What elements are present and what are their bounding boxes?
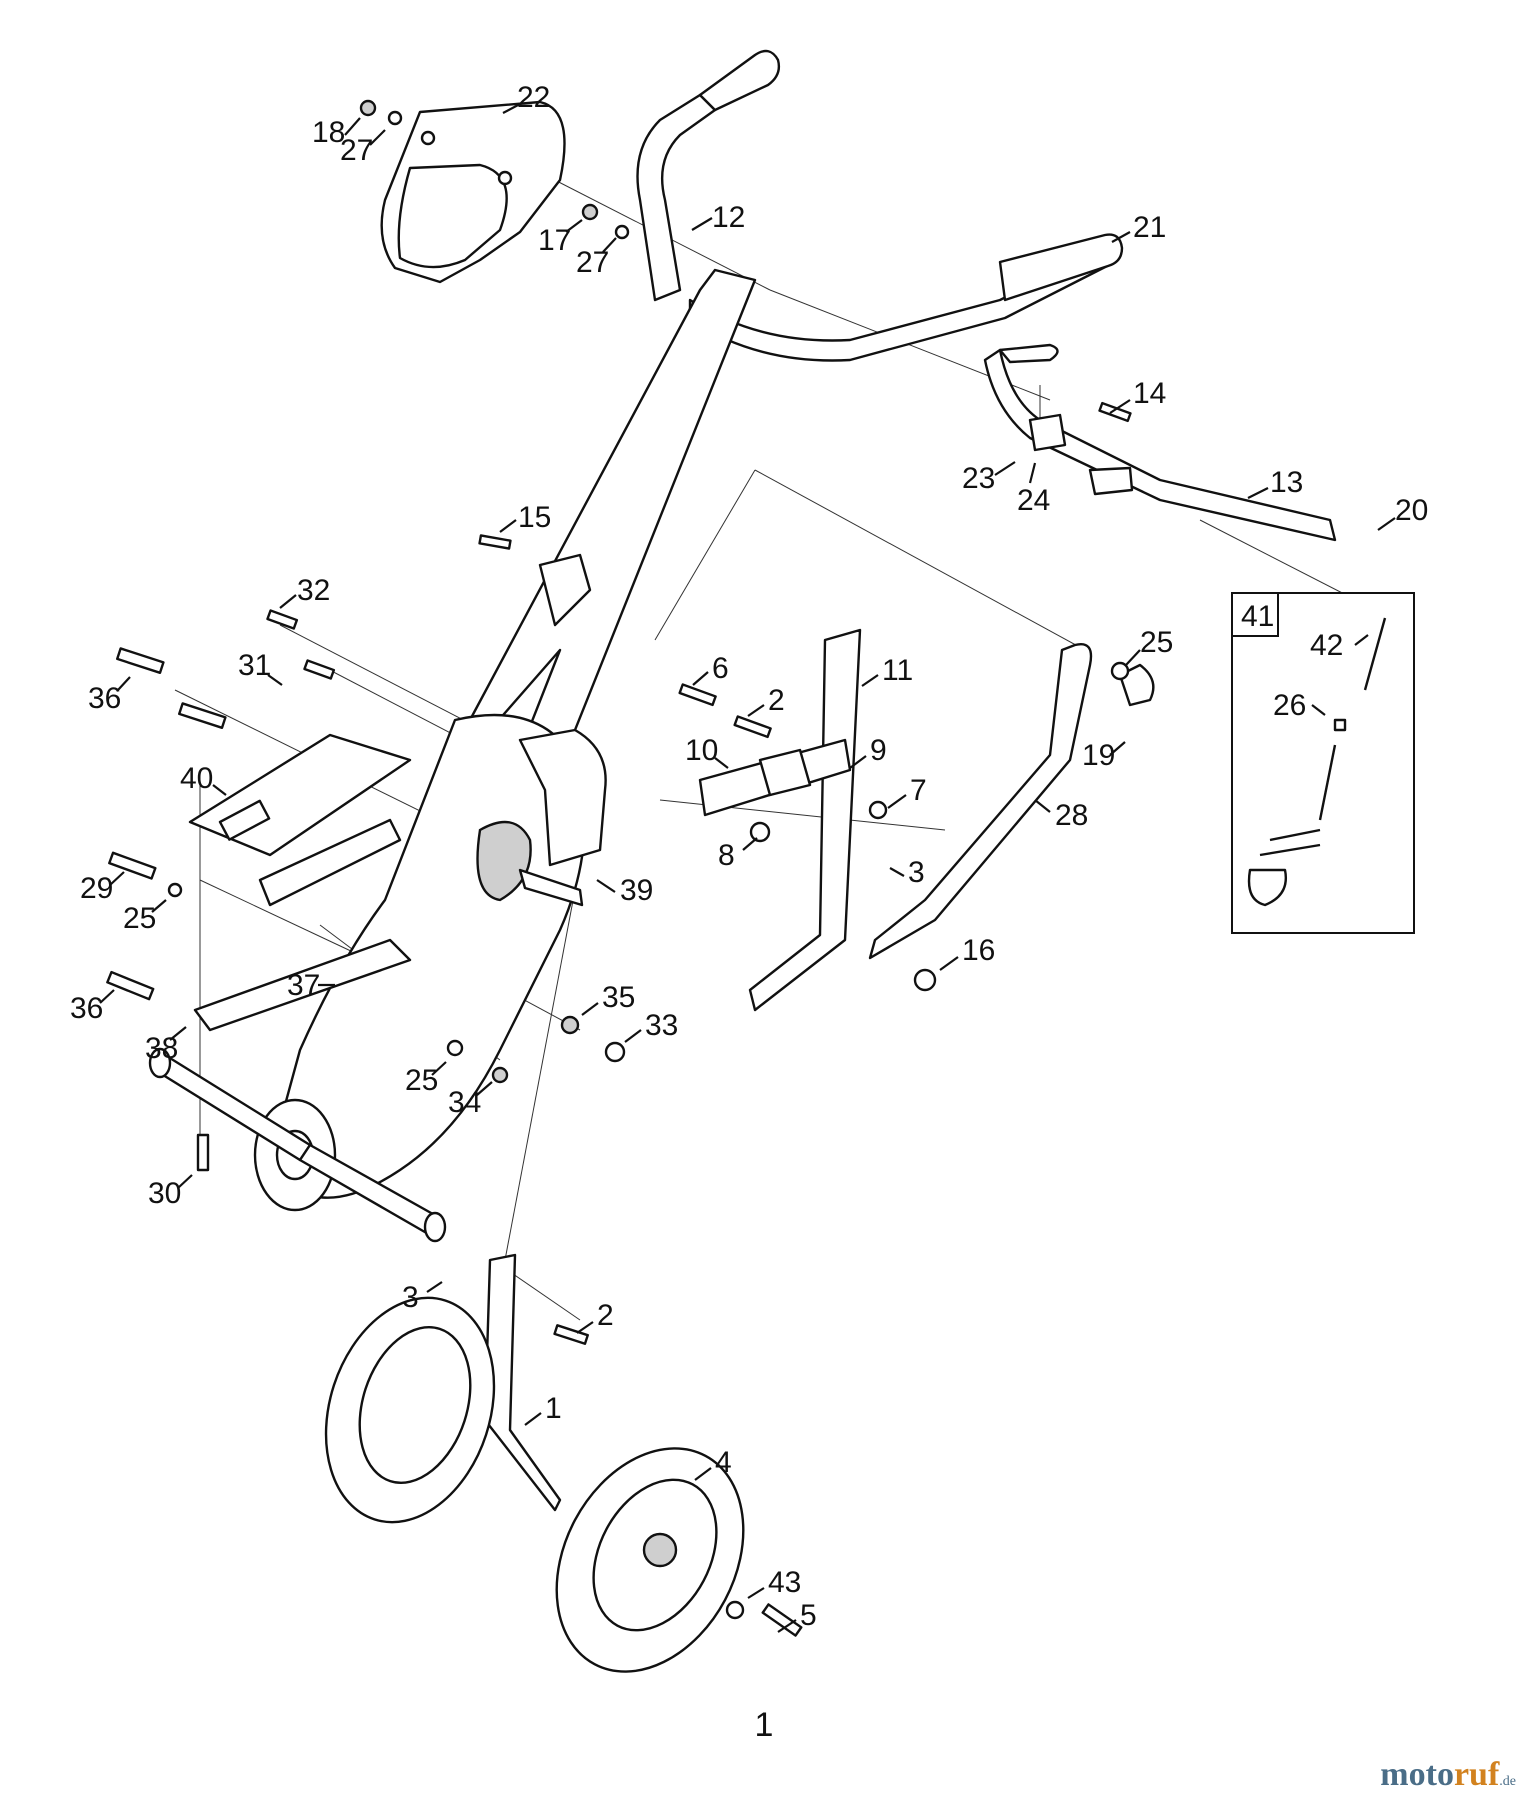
callout-35: 35 <box>602 981 635 1014</box>
callout-18: 18 <box>312 116 345 149</box>
control-panel <box>380 100 566 284</box>
callout-23: 23 <box>962 462 995 495</box>
callout-36-b: 36 <box>70 992 103 1025</box>
watermark-part-c: .de <box>1499 1774 1516 1789</box>
watermark-logo: motoruf.de <box>1380 1756 1516 1794</box>
callout-34: 34 <box>448 1086 481 1119</box>
callout-40: 40 <box>180 762 213 795</box>
callout-labels: 22 18 27 17 27 12 21 14 23 24 13 20 15 3… <box>70 81 1428 1633</box>
callout-25-c: 25 <box>405 1064 438 1097</box>
callout-2: 2 <box>768 684 785 717</box>
callout-20: 20 <box>1395 494 1428 527</box>
callout-25-b: 25 <box>123 902 156 935</box>
callout-21: 21 <box>1133 211 1166 244</box>
callout-24: 24 <box>1017 484 1050 517</box>
callout-26: 26 <box>1273 689 1306 722</box>
depth-lever <box>868 643 1155 960</box>
wheel-front <box>555 1447 745 1673</box>
clutch-lever <box>983 343 1337 542</box>
wheel-bracket <box>483 1253 562 1512</box>
watermark-part-b: ruf <box>1453 1756 1500 1793</box>
callout-29: 29 <box>80 872 113 905</box>
callout-5: 5 <box>800 1599 817 1632</box>
callout-22: 22 <box>517 81 550 114</box>
inset-box-41: 41 <box>1231 592 1415 934</box>
tine-shaft <box>148 1047 447 1243</box>
callout-9: 9 <box>870 734 887 767</box>
callout-15: 15 <box>518 501 551 534</box>
callout-19: 19 <box>1082 739 1115 772</box>
inset-label: 41 <box>1241 600 1274 633</box>
callout-33: 33 <box>645 1009 678 1042</box>
upper-handle <box>636 49 1124 362</box>
callout-3: 3 <box>908 856 925 889</box>
callout-31: 31 <box>238 649 271 682</box>
callout-3-b: 3 <box>402 1281 419 1314</box>
callout-12: 12 <box>712 201 745 234</box>
skid-plate <box>188 733 412 857</box>
depth-bar-bracket <box>698 628 862 1012</box>
callout-39: 39 <box>620 874 653 907</box>
page-number: 1 <box>754 1706 774 1744</box>
callout-32: 32 <box>297 574 330 607</box>
callout-17: 17 <box>538 224 571 257</box>
callout-10: 10 <box>685 734 718 767</box>
fasteners <box>106 99 1132 1637</box>
callout-25: 25 <box>1140 626 1173 659</box>
callout-36: 36 <box>88 682 121 715</box>
callout-8: 8 <box>718 839 735 872</box>
callout-7: 7 <box>910 774 927 807</box>
callout-11: 11 <box>882 654 913 687</box>
wheel-rear <box>324 1296 496 1524</box>
callout-13: 13 <box>1270 466 1303 499</box>
callout-42: 42 <box>1310 629 1343 662</box>
callout-37: 37 <box>287 969 320 1002</box>
callout-16: 16 <box>962 934 995 967</box>
callout-6: 6 <box>712 652 729 685</box>
callout-28: 28 <box>1055 799 1088 832</box>
callout-2-b: 2 <box>597 1299 614 1332</box>
callout-30: 30 <box>148 1177 181 1210</box>
lower-handle-tube <box>453 268 757 792</box>
watermark-part-a: moto <box>1380 1756 1454 1793</box>
callout-27: 27 <box>340 134 373 167</box>
callout-43: 43 <box>768 1566 801 1599</box>
callout-14: 14 <box>1133 377 1166 410</box>
callout-4: 4 <box>715 1446 732 1479</box>
callout-1: 1 <box>545 1392 562 1425</box>
